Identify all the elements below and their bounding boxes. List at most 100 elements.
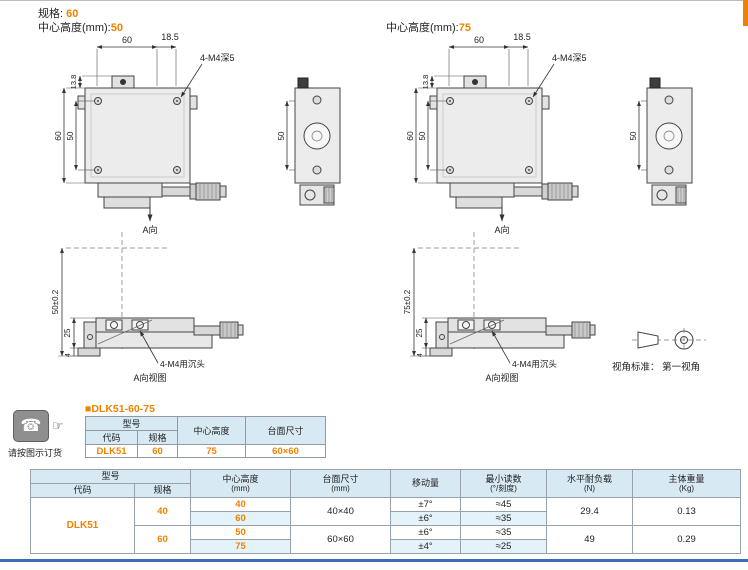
dim-body-height-label: 60 xyxy=(405,131,415,141)
dim-side-height-label: 50 xyxy=(629,131,638,140)
cell-min-reading: ≈35 xyxy=(460,511,548,526)
a-view-label: A向视图 xyxy=(485,372,518,383)
header-min-reading-text: 最小读数 xyxy=(485,473,522,484)
tap-hole-callout: 4-M4深5 xyxy=(200,53,235,63)
cell-travel: ±4° xyxy=(390,539,462,554)
cell-load: 29.4 xyxy=(546,497,634,526)
dim-top-width-label: 60 xyxy=(474,35,484,45)
pointing-hand-icon: ☞ xyxy=(52,418,64,433)
header-table-size-unit: (mm) xyxy=(331,484,350,494)
dim-base-height-label: 25 xyxy=(415,328,424,337)
footer-divider xyxy=(0,559,748,562)
order-note: 请按图示订货 xyxy=(8,448,63,458)
dim-center-height-label: 75±0.2 xyxy=(403,289,412,314)
header-travel: 移动量 xyxy=(390,469,462,498)
page-edge-tab xyxy=(743,0,748,26)
cell-center-height: 60 xyxy=(190,511,292,526)
dim-center-height-label: 50±0.2 xyxy=(51,289,60,314)
stage-drawing-right xyxy=(410,47,692,363)
first-angle-projection-symbol xyxy=(632,328,706,352)
table-row: 60 50 60×60 ±6° ≈35 49 0.29 xyxy=(31,525,742,554)
stage-drawing-left xyxy=(58,47,340,363)
header-table-size: 台面尺寸 (mm) xyxy=(290,469,392,498)
center-height-header-right: 中心高度(mm):75 xyxy=(386,19,471,35)
cell-spec: 60 xyxy=(133,525,192,554)
left-drawing-labels: 60 18.5 4-M4深5 13.8 60 50 50 A向 50±0.2 2… xyxy=(51,32,286,383)
counterbore-callout: 4-M4用沉头 xyxy=(160,359,205,369)
dim-knob-height-label: 13.8 xyxy=(69,75,78,90)
header-weight-text: 主体重量 xyxy=(668,473,705,484)
order-header-table-size: 台面尺寸 xyxy=(245,416,327,445)
cell-center-height: 75 xyxy=(190,539,292,554)
cell-min-reading: ≈45 xyxy=(460,497,548,512)
order-title: ■DLK51-60-75 xyxy=(85,403,155,415)
dim-foot-label: 4 xyxy=(417,353,424,357)
header-table-size-text: 台面尺寸 xyxy=(322,473,359,484)
header-center-height: 中心高度 (mm) xyxy=(190,469,292,498)
header-center-height-text: 中心高度 xyxy=(222,473,259,484)
cell-center-height: 40 xyxy=(190,497,292,512)
spec-header: 规格: 60 xyxy=(38,5,78,21)
order-header-model: 型号 xyxy=(84,416,179,431)
cell-weight: 0.13 xyxy=(632,497,742,526)
header-weight-unit: (Kg) xyxy=(678,484,695,494)
header-min-reading-unit: (°/刻度) xyxy=(490,484,517,494)
center-height-label-left: 中心高度(mm): xyxy=(38,22,111,34)
header-min-reading: 最小读数 (°/刻度) xyxy=(460,469,548,498)
cell-weight: 0.29 xyxy=(632,525,742,554)
counterbore-callout: 4-M4用沉头 xyxy=(512,359,557,369)
dim-base-height-label: 25 xyxy=(63,328,72,337)
header-spec: 规格 xyxy=(133,483,192,498)
dim-hole-span-label: 50 xyxy=(418,131,427,140)
spec-value: 60 xyxy=(66,8,79,20)
dim-top-offset-label: 18.5 xyxy=(161,32,179,42)
technical-drawings: 60 18.5 4-M4深5 13.8 60 50 50 A向 50±0.2 2… xyxy=(51,32,706,383)
header-load: 水平耐负载 (N) xyxy=(546,469,634,498)
order-cell-code: DLK51 xyxy=(85,444,138,458)
dim-hole-span-label: 50 xyxy=(66,131,75,140)
dim-foot-label: 4 xyxy=(65,353,72,357)
right-drawing-labels: 60 18.5 4-M4深5 13.8 60 50 50 A向 75±0.2 2… xyxy=(403,32,638,383)
dim-top-width-label: 60 xyxy=(122,35,132,45)
view-standard-label: 视角标准： 第一视角 xyxy=(612,361,700,373)
view-arrow-label: A向 xyxy=(494,224,509,235)
header-load-text: 水平耐负载 xyxy=(567,473,613,484)
order-cell-center-height: 75 xyxy=(177,444,247,458)
tap-hole-callout: 4-M4深5 xyxy=(552,53,587,63)
cell-min-reading: ≈25 xyxy=(460,539,548,554)
cell-spec: 40 xyxy=(133,497,192,526)
cell-code: DLK51 xyxy=(30,497,135,554)
cell-center-height: 50 xyxy=(190,525,292,540)
order-header-spec: 规格 xyxy=(136,430,179,445)
table-row: DLK51 40 40 40×40 ±7° ≈45 29.4 0.13 xyxy=(30,497,742,554)
header-model: 型号 xyxy=(29,469,192,484)
spec-label: 规格: xyxy=(38,8,64,20)
dim-top-offset-label: 18.5 xyxy=(513,32,531,42)
order-header-code: 代码 xyxy=(85,430,138,445)
cell-travel: ±7° xyxy=(390,497,462,512)
dim-body-height-label: 60 xyxy=(53,131,63,141)
a-view-label: A向视图 xyxy=(133,372,166,383)
cell-load: 49 xyxy=(546,525,634,554)
order-table: 型号 中心高度 台面尺寸 代码 规格 DLK51 60 75 60×60 xyxy=(84,416,327,458)
cell-min-reading: ≈35 xyxy=(460,525,548,540)
dim-knob-height-label: 13.8 xyxy=(421,75,430,90)
order-cell-spec: 60 xyxy=(136,444,179,458)
phone-icon: ☎ xyxy=(20,416,42,435)
header-code: 代码 xyxy=(30,483,135,498)
view-arrow-label: A向 xyxy=(142,224,157,235)
center-height-value-right: 75 xyxy=(458,22,471,34)
cell-travel: ±6° xyxy=(390,511,462,526)
order-header-center-height: 中心高度 xyxy=(177,416,247,445)
cell-travel: ±6° xyxy=(390,525,462,540)
order-icon: ☎ xyxy=(13,410,49,442)
spec-table: 型号 中心高度 (mm) 台面尺寸 (mm) 移动量 最小读数 (°/刻度) 水… xyxy=(29,469,742,554)
center-height-label-right: 中心高度(mm): xyxy=(386,22,459,34)
order-table-row: DLK51 60 75 60×60 xyxy=(85,444,327,458)
center-height-value-left: 50 xyxy=(110,22,123,34)
cell-table-size: 60×60 xyxy=(290,525,392,554)
header-load-unit: (N) xyxy=(583,484,596,494)
top-divider xyxy=(0,0,748,1)
order-cell-table-size: 60×60 xyxy=(245,444,327,458)
cell-table-size: 40×40 xyxy=(290,497,392,526)
